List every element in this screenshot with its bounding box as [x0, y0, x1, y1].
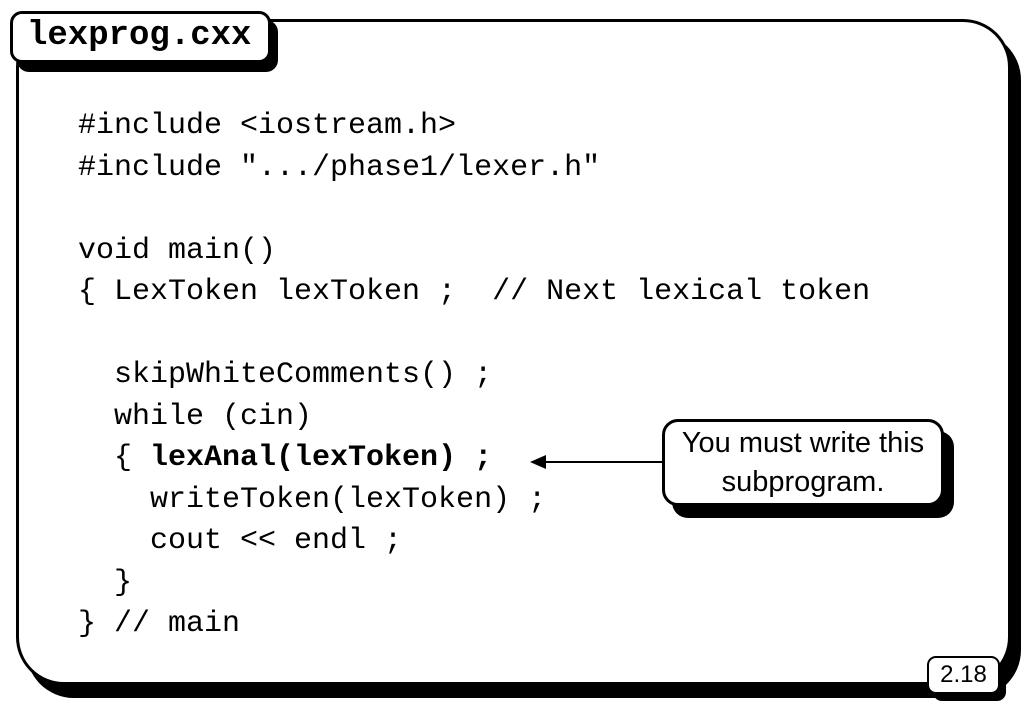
code-line — [78, 314, 870, 356]
callout-arrow-head-icon — [530, 455, 546, 469]
code-line: #include ".../phase1/lexer.h" — [78, 150, 601, 185]
code-line: writeToken(lexToken) ; — [78, 482, 547, 517]
code-block: #include <iostream.h> #include ".../phase… — [78, 106, 870, 646]
callout-line: You must write this — [681, 426, 925, 459]
code-line: while (cin) — [78, 399, 313, 434]
callout-box: You must write this subprogram. — [662, 419, 944, 506]
callout-arrow-line — [544, 461, 664, 463]
code-line: } // main — [78, 607, 241, 641]
code-line: skipWhiteComments() ; — [78, 358, 493, 392]
code-line: cout << endl ; — [78, 524, 403, 558]
slide-frame — [16, 19, 1011, 685]
code-line: void main() — [78, 233, 277, 268]
page-number-badge: 2.18 — [927, 656, 1000, 694]
code-line: { lexAnal(lexToken) ; — [78, 441, 493, 475]
callout-line: subprogram. — [721, 465, 885, 498]
code-line: } — [78, 565, 133, 600]
code-line: { LexToken lexToken ; // Next lexical to… — [78, 275, 871, 309]
callout-text: You must write this subprogram. — [665, 424, 941, 502]
slide-title-tab: lexprog.cxx — [10, 11, 271, 63]
code-line — [78, 189, 870, 231]
code-line: #include <iostream.h> — [78, 109, 457, 143]
